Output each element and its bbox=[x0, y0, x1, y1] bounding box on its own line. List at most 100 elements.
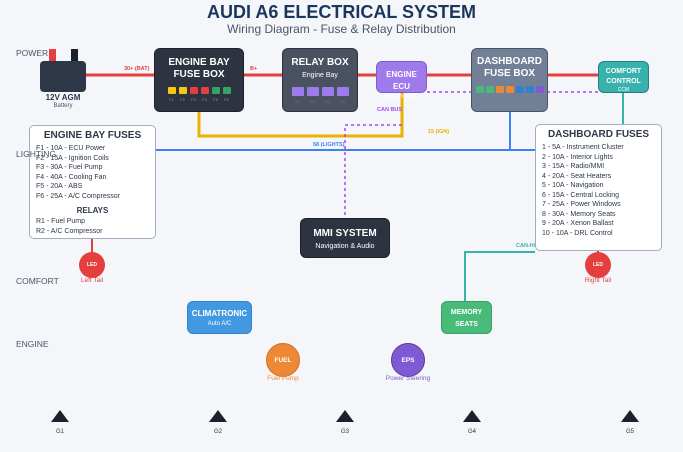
label-bplus: B+ bbox=[250, 66, 258, 72]
engine-ecu[interactable]: ENGINE ECU Bosch ME7 bbox=[376, 61, 427, 100]
battery-title: 12V AGM bbox=[45, 93, 81, 102]
dash-fuses-title: DASHBOARD FUSES bbox=[547, 129, 650, 140]
dash-fuse[interactable] bbox=[495, 86, 504, 93]
ccm-subtitle: CCM bbox=[617, 87, 630, 93]
fuse-list-item: 6 - 15A - Central Locking bbox=[542, 191, 620, 199]
ecu-title: ENGINE ECU bbox=[386, 70, 417, 91]
ground-label: G4 bbox=[467, 429, 476, 435]
dash-fuse[interactable] bbox=[515, 86, 524, 93]
relay-box-subtitle: Engine Bay bbox=[302, 72, 338, 79]
fuse-list-item: F1 - 10A - ECU Power bbox=[36, 145, 106, 152]
fuse-f5[interactable] bbox=[211, 87, 220, 94]
lane-power: POWER bbox=[16, 48, 49, 58]
relay-r2[interactable] bbox=[306, 87, 319, 96]
fuse-f6[interactable] bbox=[222, 87, 231, 94]
mmi-subtitle: Navigation & Audio bbox=[315, 243, 375, 250]
lane-lighting: LIGHTING bbox=[16, 149, 57, 159]
right-tail-label: Right Tail bbox=[584, 277, 612, 284]
fuse-label: F4 bbox=[202, 97, 207, 102]
climatronic-subtitle: Auto A/C bbox=[207, 321, 232, 327]
dash-fuse-box-title2: FUSE BOX bbox=[483, 68, 536, 79]
memory-seats[interactable]: MEMORY SEATS bbox=[441, 301, 492, 334]
fuse-list-item: 3 - 15A - Radio/MMI bbox=[542, 163, 605, 170]
fuse-label: F1 bbox=[169, 97, 174, 102]
dash-fuse[interactable] bbox=[475, 86, 484, 93]
dashboard-fuse-box[interactable]: DASHBOARD FUSE BOX bbox=[471, 48, 548, 112]
wire-can-hl bbox=[464, 251, 535, 301]
wire-ignition bbox=[197, 93, 404, 138]
memory-title2: SEATS bbox=[455, 321, 478, 328]
battery-negative-terminal bbox=[71, 49, 78, 61]
ground-icon bbox=[621, 410, 639, 422]
ground-label: G1 bbox=[55, 429, 64, 435]
fuse-f1[interactable] bbox=[167, 87, 176, 94]
label-can-hl: CAN-H/L bbox=[516, 243, 539, 249]
eps-label: Power Steering bbox=[385, 375, 431, 382]
mmi-system[interactable]: MMI SYSTEM Navigation & Audio bbox=[300, 218, 390, 258]
label-bat: 30+ (BAT) bbox=[124, 66, 150, 72]
relay-box-title: RELAY BOX bbox=[291, 57, 349, 68]
ground-icon bbox=[51, 410, 69, 422]
ground-icon bbox=[336, 410, 354, 422]
ground-icon bbox=[209, 410, 227, 422]
ground-icon bbox=[463, 410, 481, 422]
page-title: AUDI A6 ELECTRICAL SYSTEM bbox=[206, 2, 477, 22]
fuse-f3[interactable] bbox=[189, 87, 198, 94]
can-bus-mmi bbox=[344, 124, 402, 218]
fuse-list-item: 7 - 25A - Power Windows bbox=[542, 201, 621, 208]
dash-fuse[interactable] bbox=[505, 86, 514, 93]
fuse-label: F6 bbox=[224, 97, 229, 102]
comfort-control-module[interactable]: COMFORT CONTROL CCM bbox=[598, 61, 649, 93]
fuse-list-item: 9 - 20A - Xenon Ballast bbox=[542, 220, 614, 227]
mmi-title: MMI SYSTEM bbox=[313, 228, 377, 239]
relay-list-item: R1 - Fuel Pump bbox=[36, 218, 86, 225]
fuse-list-item: 2 - 10A - Interior Lights bbox=[542, 153, 613, 161]
fuel-pump-icon[interactable]: FUEL bbox=[266, 343, 300, 377]
relay-r3[interactable] bbox=[321, 87, 334, 96]
engine-fuse-box-title2: FUSE BOX bbox=[173, 69, 225, 80]
engine-bay-fuses-panel: ENGINE BAY FUSES F1 - 10A - ECU Power F2 … bbox=[29, 125, 156, 239]
lane-engine: ENGINE bbox=[16, 339, 49, 349]
relay-list-item: R2 - A/C Compressor bbox=[36, 227, 103, 235]
left-tail-label: Left Tail bbox=[80, 277, 104, 284]
fuse-list-item: F3 - 30A - Fuel Pump bbox=[36, 164, 103, 171]
battery-icon[interactable] bbox=[40, 61, 86, 92]
relay-label: R4 bbox=[339, 99, 346, 104]
fuse-list-item: 10 - 10A - DRL Control bbox=[542, 229, 613, 237]
fuse-list-item: 5 - 10A - Navigation bbox=[542, 182, 604, 189]
fuse-f4[interactable] bbox=[200, 87, 209, 94]
page-subtitle: Wiring Diagram - Fuse & Relay Distributi… bbox=[227, 22, 456, 36]
fuse-list-item: 4 - 20A - Seat Heaters bbox=[542, 172, 612, 180]
memory-title: MEMORY bbox=[450, 309, 483, 316]
ground-label: G5 bbox=[625, 429, 634, 435]
dash-fuse[interactable] bbox=[485, 86, 494, 93]
ccm-title2: CONTROL bbox=[606, 78, 641, 85]
label-can-bus: CAN BUS bbox=[377, 107, 403, 113]
engine-fuses-title: ENGINE BAY FUSES bbox=[43, 130, 142, 141]
ground-label: G3 bbox=[340, 429, 349, 435]
relay-r4[interactable] bbox=[336, 87, 349, 96]
fuse-list-item: F2 - 15A - Ignition Coils bbox=[36, 154, 109, 162]
right-tail-led[interactable]: LED bbox=[585, 252, 611, 278]
fuse-f2[interactable] bbox=[178, 87, 187, 94]
fuse-label: F5 bbox=[213, 97, 218, 102]
relay-label: R3 bbox=[324, 99, 331, 104]
fuse-list-item: 8 - 30A - Memory Seats bbox=[542, 210, 616, 218]
battery-subtitle: Battery bbox=[53, 103, 73, 109]
relays-title: RELAYS bbox=[76, 206, 109, 215]
fuse-list-item: F6 - 25A - A/C Compressor bbox=[36, 192, 121, 200]
dash-fuse[interactable] bbox=[525, 86, 534, 93]
climatronic[interactable]: CLIMATRONIC Auto A/C bbox=[187, 301, 252, 334]
fuse-label: F3 bbox=[191, 97, 196, 102]
dash-fuse[interactable] bbox=[535, 86, 544, 93]
fuse-list-item: 1 - 5A - Instrument Cluster bbox=[542, 144, 624, 151]
battery-positive-terminal bbox=[49, 49, 56, 61]
ccm-title: COMFORT bbox=[605, 68, 642, 75]
eps-icon[interactable]: EPS bbox=[391, 343, 425, 377]
fuse-label: F2 bbox=[180, 97, 185, 102]
relay-r1[interactable] bbox=[291, 87, 304, 96]
left-tail-led[interactable]: LED bbox=[79, 252, 105, 278]
ecu-subtitle: Bosch ME7 bbox=[386, 94, 417, 100]
